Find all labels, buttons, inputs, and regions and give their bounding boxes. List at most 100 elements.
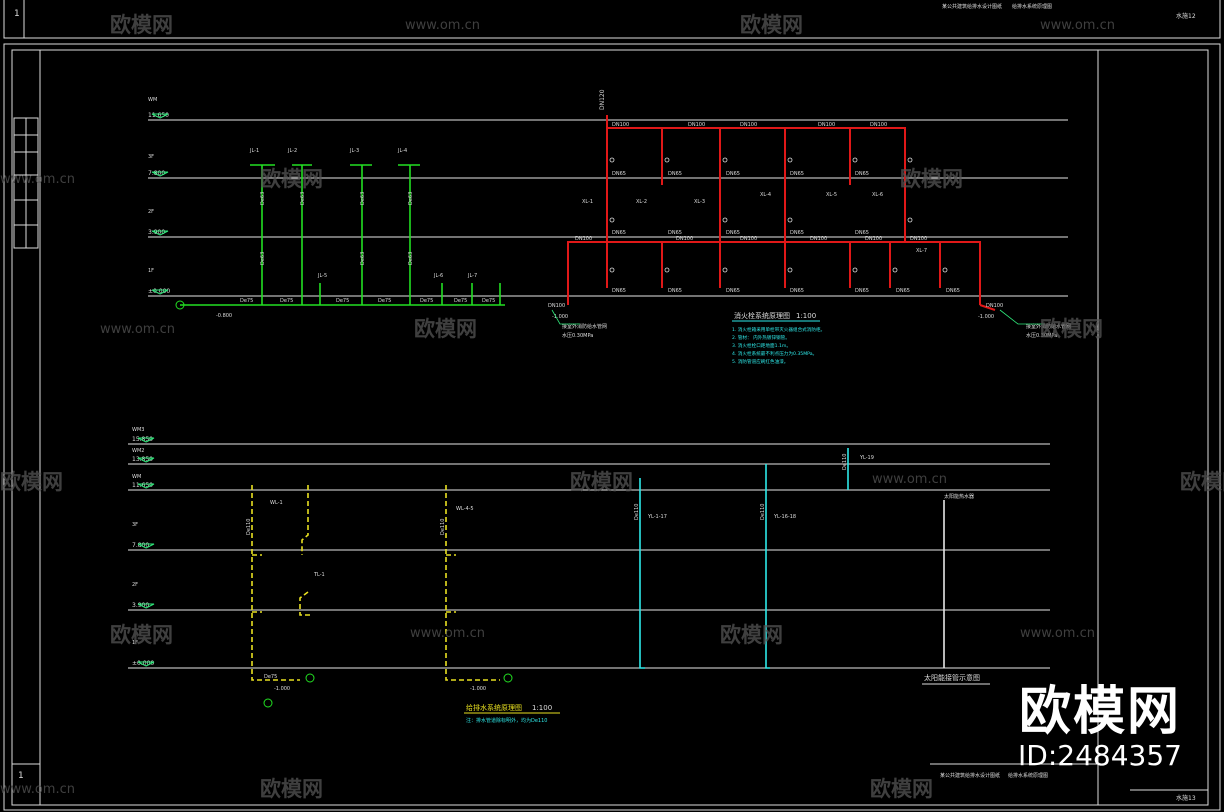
lower-level-name-wm: WM bbox=[132, 474, 141, 480]
fire-riser-dn65-17: DN65 bbox=[946, 288, 960, 294]
riser-pipe-label-2: De63 bbox=[300, 192, 306, 205]
rain-pipe-1: De110 bbox=[634, 504, 640, 520]
fire-riser-dn65-1: DN65 bbox=[612, 171, 626, 177]
rain-riser-yl1: YL-1-17 bbox=[647, 514, 667, 520]
fire-riser-dn65-3: DN65 bbox=[726, 171, 740, 177]
lower-level-name-1f: 1F bbox=[132, 640, 138, 646]
rain-riser-yl2: YL-16-18 bbox=[773, 514, 796, 520]
svg-text:欧模网: 欧模网 bbox=[414, 317, 477, 341]
hydrant-icon bbox=[852, 267, 858, 273]
fire-riser-xl6: XL-6 bbox=[872, 192, 883, 198]
svg-text:欧模网: 欧模网 bbox=[260, 167, 323, 191]
drain-note: 注：排水管道除标明外，均为De110 bbox=[466, 717, 547, 724]
fire-right-pressure: 水压0.30MPa bbox=[1026, 332, 1057, 339]
fire-hydrant-system[interactable] bbox=[567, 115, 996, 311]
corner-mark-bottom: 1 bbox=[18, 771, 24, 781]
drain-title-block: 给排水系统原理图 1:100 注：排水管道除标明外，均为De110 bbox=[464, 703, 560, 724]
fire-right-note: 接室外消防给水管网 bbox=[1026, 323, 1071, 330]
rainwater-system[interactable] bbox=[639, 448, 849, 669]
water-supply-system[interactable] bbox=[180, 164, 505, 306]
pipe-label-3: De75 bbox=[336, 298, 349, 304]
brand-stamp: 欧模网 ID:2484357 bbox=[1018, 684, 1182, 772]
hydrant-icon bbox=[787, 217, 793, 223]
svg-text:欧模网: 欧模网 bbox=[110, 623, 173, 647]
fire-riser-xl4: XL-4 bbox=[760, 192, 771, 198]
title-strip-bottom-sheet-no: 水施13 bbox=[1176, 794, 1196, 802]
fire-pipe-mid-5: DN100 bbox=[865, 236, 882, 242]
corner-mark-top: 1 bbox=[14, 9, 20, 19]
svg-text:www.om.cn: www.om.cn bbox=[0, 782, 75, 797]
svg-text:www.om.cn: www.om.cn bbox=[100, 322, 175, 337]
hydrant-icon bbox=[787, 267, 793, 273]
svg-text:欧模网: 欧模网 bbox=[110, 13, 173, 37]
rain-pipe-3: De110 bbox=[842, 454, 848, 470]
title-strip-top-title: 某公共建筑给排水设计图纸 bbox=[942, 3, 1002, 10]
lower-level-name-wm2: WM2 bbox=[132, 448, 144, 454]
upper-level-labels: WM 11.650 3F 7.800 2F 3.900 1F ±0.000 bbox=[148, 97, 170, 295]
hydrant-icon bbox=[609, 157, 615, 163]
hydrant-icon bbox=[609, 217, 615, 223]
riser-label-jl2: JL-2 bbox=[287, 148, 297, 154]
inlet-elevation: -0.800 bbox=[216, 313, 232, 319]
lower-level-elev-wm3: 15.850 bbox=[132, 436, 153, 443]
fire-left-note: 接室外消防给水管网 bbox=[562, 323, 607, 330]
hydrant-icon bbox=[722, 267, 728, 273]
riser-pipe-label-7: De63 bbox=[408, 252, 414, 265]
svg-text:欧模网: 欧模网 bbox=[740, 13, 803, 37]
watermark-site: www.om.cn www.om.cn www.om.cn www.om.cn … bbox=[0, 18, 1115, 797]
hydrant-icon bbox=[942, 267, 948, 273]
svg-text:www.om.cn: www.om.cn bbox=[405, 18, 480, 33]
upper-level-elev-3f: 7.800 bbox=[148, 170, 165, 177]
svg-text:欧模网: 欧模网 bbox=[1180, 470, 1224, 494]
drain-title: 给排水系统原理图 bbox=[466, 703, 522, 712]
fire-title: 消火栓系统原理图 bbox=[734, 311, 790, 320]
fire-note-5: 5. 消防管道应刷红色油漆。 bbox=[732, 358, 788, 365]
riser-label-jl5: JL-5 bbox=[317, 273, 327, 279]
svg-text:欧模网: 欧模网 bbox=[260, 777, 323, 801]
fire-riser-dn65-2: DN65 bbox=[668, 171, 682, 177]
riser-pipe-label-6: De63 bbox=[360, 252, 366, 265]
fire-pipe-end-left: DN100 bbox=[548, 303, 565, 309]
fire-pipe-mid-1: DN100 bbox=[575, 236, 592, 242]
upper-level-name-3f: 3F bbox=[148, 154, 154, 160]
fire-riser-xl7: XL-7 bbox=[916, 248, 927, 254]
riser-label-jl6: JL-6 bbox=[433, 273, 443, 279]
fire-pipe-mid-2: DN100 bbox=[676, 236, 693, 242]
pipe-label-1: De75 bbox=[240, 298, 253, 304]
fire-pipe-end-right: DN100 bbox=[986, 303, 1003, 309]
fire-riser-dn65-14: DN65 bbox=[790, 288, 804, 294]
svg-text:欧模网: 欧模网 bbox=[570, 470, 633, 494]
svg-text:欧模网: 欧模网 bbox=[900, 167, 963, 191]
upper-level-name-1f: 1F bbox=[148, 268, 154, 274]
rain-pipe-2: De110 bbox=[760, 504, 766, 520]
upper-level-name-wm: WM bbox=[148, 97, 157, 103]
fire-riser-xl3: XL-3 bbox=[694, 199, 705, 205]
svg-text:www.om.cn: www.om.cn bbox=[872, 472, 947, 487]
fire-title-block: 消火栓系统原理图 1:100 1. 消火栓箱采用单栓带灭火器组合式消防柜。 2.… bbox=[732, 311, 825, 365]
title-strip-bottom-title: 某公共建筑给排水设计图纸 bbox=[940, 772, 1000, 779]
fire-riser-xl5: XL-5 bbox=[826, 192, 837, 198]
sheet-frame bbox=[3, 0, 1221, 811]
upper-level-name-2f: 2F bbox=[148, 209, 154, 215]
upper-level-elev-2f: 3.900 bbox=[148, 229, 165, 236]
riser-pipe-label-4: De63 bbox=[408, 192, 414, 205]
hydrant-icon bbox=[892, 267, 898, 273]
drainage-system[interactable] bbox=[251, 485, 500, 681]
fire-inlet-elev-left: -1.000 bbox=[552, 314, 568, 320]
brand-logo-text: 欧模网 bbox=[1019, 682, 1182, 742]
fire-riser-xl2: XL-2 bbox=[636, 199, 647, 205]
svg-text:www.om.cn: www.om.cn bbox=[410, 626, 485, 641]
fire-hydrant-icons bbox=[609, 157, 948, 273]
hydrant-icon bbox=[664, 157, 670, 163]
drain-riser-tl1: TL-1 bbox=[313, 572, 325, 578]
fire-inlet-elev-right: -1.000 bbox=[978, 314, 994, 320]
fire-left-pressure: 水压0.30MPa bbox=[562, 332, 593, 339]
watermark-layer: www.om.cn www.om.cn www.om.cn www.om.cn … bbox=[0, 13, 1224, 801]
drain-index-icon bbox=[263, 698, 273, 708]
fire-riser-dn65-5: DN65 bbox=[855, 171, 869, 177]
fire-riser-dn65-9: DN65 bbox=[790, 230, 804, 236]
fire-pipe-top-5: DN100 bbox=[870, 122, 887, 128]
fire-note-3: 3. 消火栓栓口距地面1.1m。 bbox=[732, 342, 791, 349]
fire-pipe-mid-4: DN100 bbox=[810, 236, 827, 242]
